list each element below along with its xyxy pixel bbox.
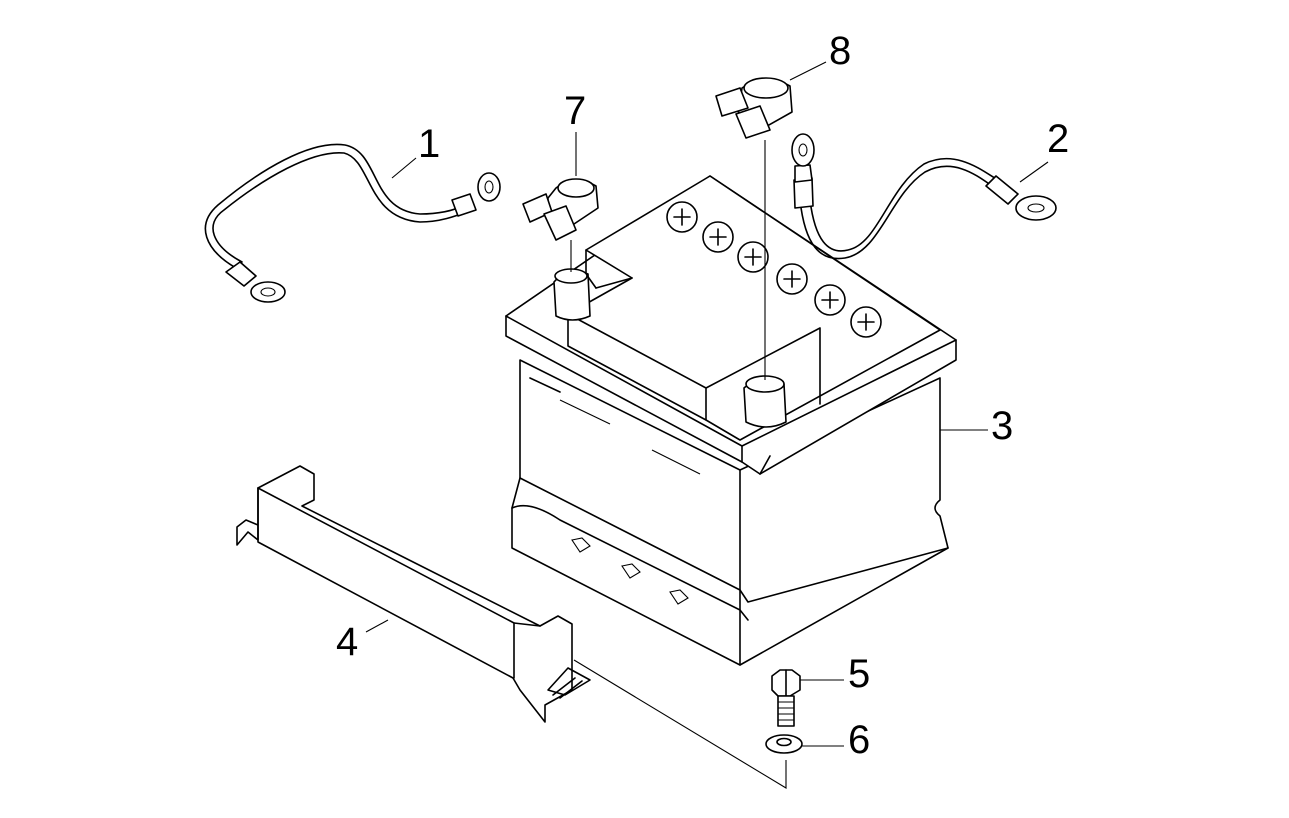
battery-cable-2 xyxy=(791,133,1057,260)
callout-7: 7 xyxy=(564,89,587,133)
callout-6: 6 xyxy=(848,718,871,762)
callout-5: 5 xyxy=(848,652,871,696)
washer-6 xyxy=(765,734,803,754)
callout-2: 2 xyxy=(1047,117,1070,161)
battery xyxy=(505,175,957,666)
bolt-5 xyxy=(771,669,801,727)
vent-caps xyxy=(666,201,882,338)
battery-tray-bracket xyxy=(236,465,591,723)
leader-lines xyxy=(365,61,1049,789)
terminal-clamp-7 xyxy=(522,178,599,241)
callout-8: 8 xyxy=(829,29,852,73)
terminal-clamp-8 xyxy=(715,77,793,139)
battery-cable-1 xyxy=(204,143,501,303)
callout-3: 3 xyxy=(991,404,1014,448)
callout-4: 4 xyxy=(336,620,359,664)
callout-1: 1 xyxy=(418,122,441,166)
